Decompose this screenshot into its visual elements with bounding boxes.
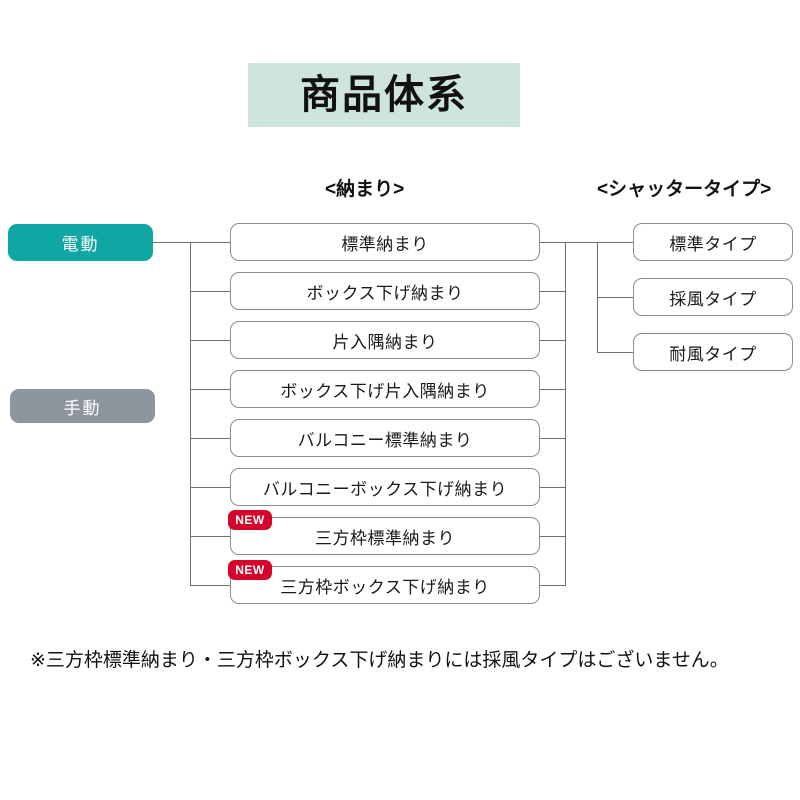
nawari-node-6[interactable]: バルコニーボックス下げ納まり bbox=[230, 468, 540, 506]
page-title: 商品体系 bbox=[300, 73, 468, 117]
column-header-nawari: <納まり> bbox=[325, 179, 405, 200]
new-badge-nawari-7-label: NEW bbox=[235, 513, 265, 527]
connector-stub-right-3 bbox=[540, 340, 565, 341]
connector-stub-nawari-5 bbox=[190, 438, 230, 439]
nawari-node-1[interactable]: 標準納まり bbox=[230, 223, 540, 261]
column-header-shutter: <シャッタータイプ> bbox=[597, 179, 772, 200]
connector-stub-nawari-8 bbox=[190, 585, 230, 586]
nawari-node-3-label: 片入隅納まり bbox=[332, 332, 438, 352]
drive-type-shudou[interactable]: 手動 bbox=[10, 389, 155, 423]
nawari-node-2[interactable]: ボックス下げ納まり bbox=[230, 272, 540, 310]
connector-stub-shutter-3 bbox=[597, 352, 633, 353]
drive-type-denki-label: 電動 bbox=[61, 235, 100, 254]
shutter-node-2-label: 採風タイプ bbox=[669, 289, 757, 309]
connector-stub-shutter-2 bbox=[597, 297, 633, 298]
shutter-node-3-label: 耐風タイプ bbox=[669, 344, 757, 364]
nawari-node-6-label: バルコニーボックス下げ納まり bbox=[262, 479, 508, 499]
connector-denki-to-trunk bbox=[153, 242, 190, 243]
shutter-node-1[interactable]: 標準タイプ bbox=[633, 223, 793, 261]
nawari-node-7-label: 三方枠標準納まり bbox=[315, 528, 455, 548]
connector-stub-right-8 bbox=[540, 585, 565, 586]
connector-stub-right-6 bbox=[540, 487, 565, 488]
new-badge-nawari-8: NEW bbox=[228, 560, 272, 580]
shutter-node-2[interactable]: 採風タイプ bbox=[633, 278, 793, 316]
shutter-node-1-label: 標準タイプ bbox=[669, 234, 757, 254]
nawari-node-8-label: 三方枠ボックス下げ納まり bbox=[280, 577, 490, 597]
connector-stub-right-7 bbox=[540, 536, 565, 537]
connector-stub-nawari-2 bbox=[190, 291, 230, 292]
new-badge-nawari-8-label: NEW bbox=[235, 563, 265, 577]
connector-stub-nawari-6 bbox=[190, 487, 230, 488]
connector-stub-nawari-1 bbox=[190, 242, 230, 243]
nawari-node-5-label: バルコニー標準納まり bbox=[297, 430, 473, 450]
connector-bridge-to-shutter bbox=[565, 242, 597, 243]
connector-right-collector bbox=[565, 242, 566, 586]
nawari-node-8[interactable]: 三方枠ボックス下げ納まり bbox=[230, 566, 540, 604]
nawari-node-1-label: 標準納まり bbox=[341, 234, 429, 254]
nawari-node-4-label: ボックス下げ片入隅納まり bbox=[280, 381, 490, 401]
nawari-node-2-label: ボックス下げ納まり bbox=[306, 283, 464, 303]
connector-stub-nawari-7 bbox=[190, 536, 230, 537]
connector-left-trunk bbox=[190, 242, 191, 586]
connector-stub-right-5 bbox=[540, 438, 565, 439]
nawari-node-5[interactable]: バルコニー標準納まり bbox=[230, 419, 540, 457]
nawari-node-4[interactable]: ボックス下げ片入隅納まり bbox=[230, 370, 540, 408]
connector-stub-right-2 bbox=[540, 291, 565, 292]
nawari-node-3[interactable]: 片入隅納まり bbox=[230, 321, 540, 359]
connector-stub-right-4 bbox=[540, 389, 565, 390]
nawari-node-7[interactable]: 三方枠標準納まり bbox=[230, 517, 540, 555]
drive-type-shudou-label: 手動 bbox=[63, 398, 102, 418]
footnote-text: ※三方枠標準納まり・三方枠ボックス下げ納まりには採風タイプはございません。 bbox=[30, 650, 729, 671]
connector-stub-shutter-1 bbox=[597, 242, 633, 243]
title-banner: 商品体系 bbox=[248, 63, 520, 127]
connector-stub-nawari-4 bbox=[190, 389, 230, 390]
drive-type-denki[interactable]: 電動 bbox=[8, 224, 153, 261]
new-badge-nawari-7: NEW bbox=[228, 510, 272, 530]
connector-stub-right-1 bbox=[540, 242, 565, 243]
shutter-node-3[interactable]: 耐風タイプ bbox=[633, 333, 793, 371]
connector-stub-nawari-3 bbox=[190, 340, 230, 341]
